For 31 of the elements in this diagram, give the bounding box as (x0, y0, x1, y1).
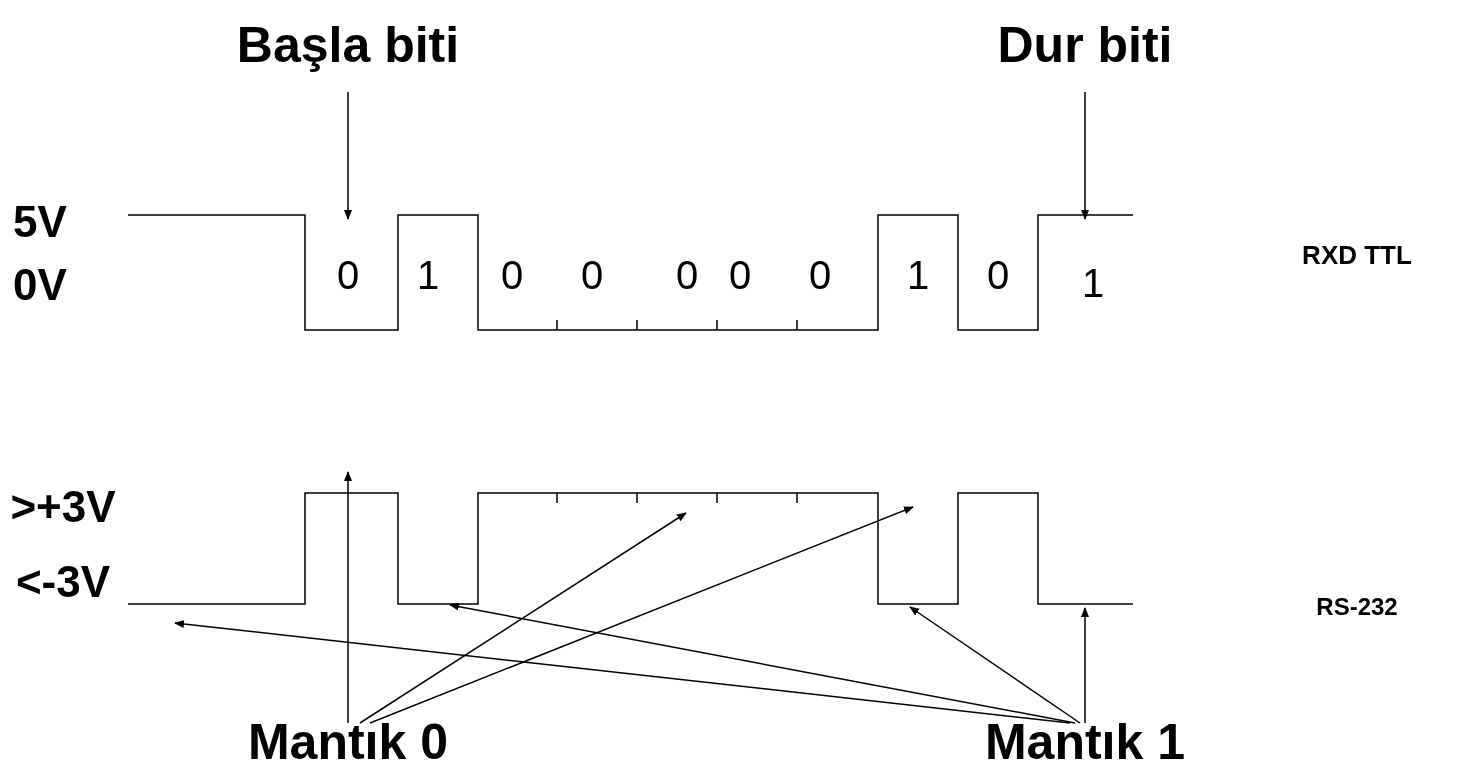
leader-arrow (909, 606, 1081, 724)
leader-arrow (344, 471, 352, 724)
callout-label: Mantık 1 (984, 717, 1186, 767)
bit-value: 1 (1081, 263, 1105, 303)
bit-value: 1 (416, 255, 440, 295)
ttl-waveform (127, 214, 1134, 331)
bit-value: 1 (906, 255, 930, 295)
leader-arrow (449, 602, 1076, 724)
bit-value: 0 (728, 255, 752, 295)
voltage-label: 0V (13, 263, 67, 307)
voltage-label: >+3V (10, 485, 116, 529)
leader-arrow (1081, 607, 1089, 724)
callout-label: Başla biti (236, 20, 460, 70)
callout-label: Dur biti (997, 20, 1173, 70)
leader-arrow (369, 506, 914, 724)
signal-name: RS-232 (1316, 595, 1398, 619)
voltage-label: 5V (13, 200, 67, 244)
bit-value: 0 (808, 255, 832, 295)
bit-value: 0 (336, 255, 360, 295)
voltage-label: <-3V (15, 560, 111, 604)
leader-arrow (1081, 91, 1089, 220)
leader-arrow (359, 512, 687, 724)
bit-value: 0 (500, 255, 524, 295)
callout-label: Mantık 0 (247, 717, 449, 767)
leader-arrow (174, 620, 1071, 724)
bit-value: 0 (580, 255, 604, 295)
leader-arrow (344, 91, 352, 220)
rs232-waveform (127, 492, 1134, 605)
bit-value: 0 (675, 255, 699, 295)
bit-value: 0 (986, 255, 1010, 295)
signal-name: RXD TTL (1302, 242, 1412, 268)
